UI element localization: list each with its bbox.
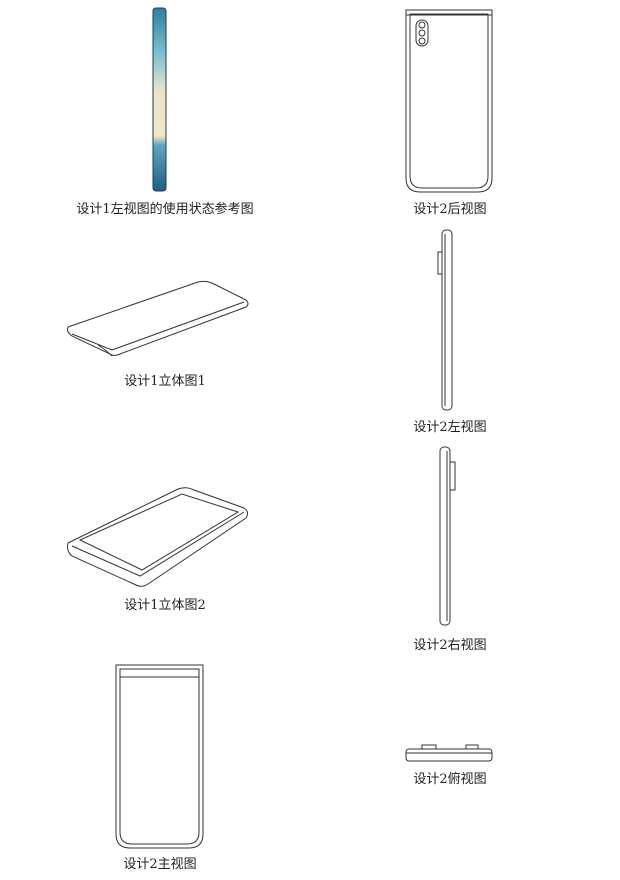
figure-label-tube-usage: 设计1左视图的使用状态参考图 <box>76 202 254 217</box>
tube-usage-view <box>152 7 167 192</box>
figure-label-perspective-1: 设计1立体图1 <box>124 374 206 389</box>
left-view-drawing <box>437 229 453 411</box>
perspective-view-1-drawing <box>67 280 249 357</box>
right-view-drawing <box>439 446 456 626</box>
perspective-view-2-drawing <box>67 487 249 587</box>
back-view-drawing <box>405 9 493 193</box>
figure-label-perspective-2: 设计1立体图2 <box>124 598 206 613</box>
figure-label-left-view: 设计2左视图 <box>413 420 487 435</box>
figure-label-right-view: 设计2右视图 <box>413 638 487 653</box>
top-view-drawing <box>405 744 493 762</box>
figure-label-front-view: 设计2主视图 <box>123 857 197 872</box>
front-view-drawing <box>115 664 204 849</box>
figure-label-top-view: 设计2俯视图 <box>413 772 487 787</box>
figure-label-back-view: 设计2后视图 <box>413 202 487 217</box>
